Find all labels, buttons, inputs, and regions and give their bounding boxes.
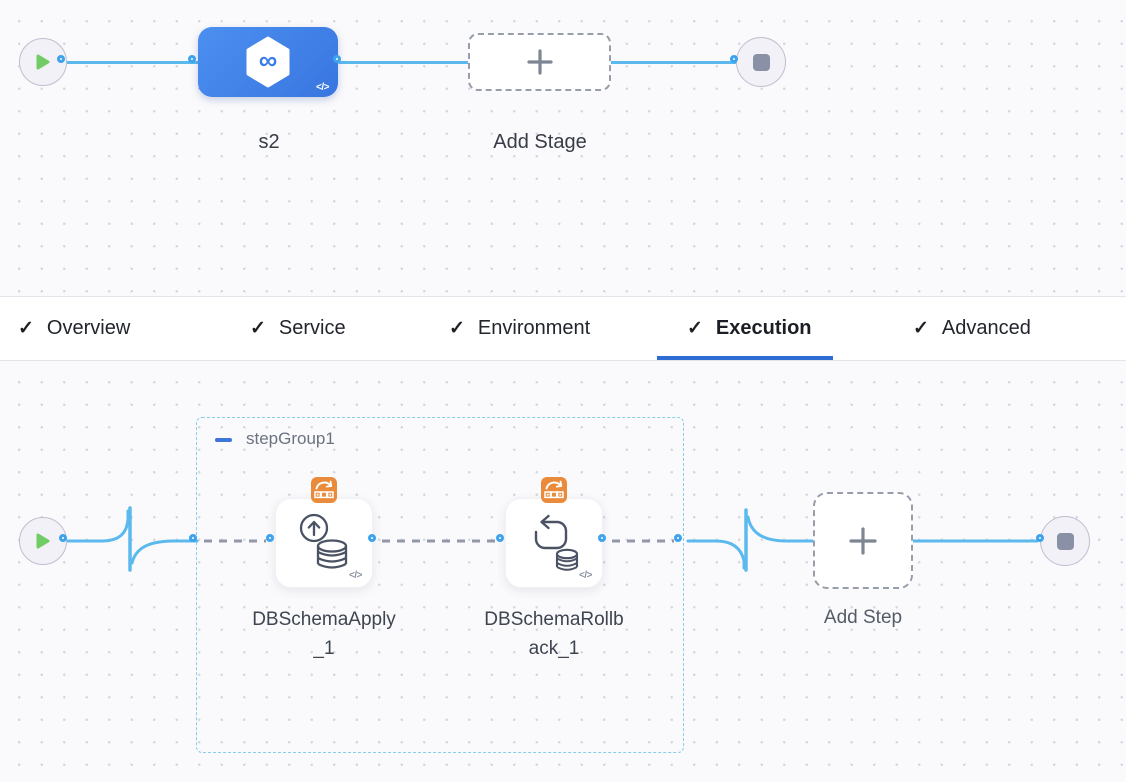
step-node-dbschemaapply[interactable]: </> bbox=[275, 498, 373, 588]
stage-graph-canvas[interactable]: ∞ </> s2 Add Stage bbox=[0, 0, 1126, 296]
rolling-deploy-badge-icon bbox=[311, 477, 337, 503]
connector-port[interactable] bbox=[496, 534, 504, 542]
tab-advanced[interactable]: ✓ Advanced bbox=[913, 297, 1031, 360]
stage-connector-line bbox=[610, 60, 740, 64]
step-name-label[interactable]: DBSchemaApply_1 bbox=[252, 609, 396, 659]
tab-overview[interactable]: ✓ Overview bbox=[18, 297, 130, 360]
connector-port[interactable] bbox=[730, 55, 738, 63]
step-group-container[interactable]: stepGroup1 bbox=[196, 417, 684, 753]
check-icon: ✓ bbox=[687, 318, 703, 339]
play-icon bbox=[36, 533, 50, 549]
execution-connector-lines bbox=[65, 506, 1039, 572]
stop-icon bbox=[752, 53, 770, 71]
tab-environment[interactable]: ✓ Environment bbox=[449, 297, 590, 360]
tab-label: Overview bbox=[46, 317, 131, 339]
connector-port[interactable] bbox=[57, 55, 65, 63]
check-icon: ✓ bbox=[449, 318, 465, 339]
tab-label: Execution bbox=[715, 317, 812, 339]
add-stage-button[interactable] bbox=[468, 33, 611, 91]
check-icon: ✓ bbox=[913, 318, 929, 339]
plus-icon bbox=[526, 49, 553, 75]
connector-port[interactable] bbox=[189, 534, 197, 542]
connector-port[interactable] bbox=[188, 55, 196, 63]
stage-connector-line bbox=[50, 60, 200, 64]
connector-port[interactable] bbox=[1036, 534, 1044, 542]
execution-end-node[interactable] bbox=[1040, 516, 1090, 566]
connector-port[interactable] bbox=[674, 534, 682, 542]
pipeline-end-node[interactable] bbox=[736, 37, 786, 87]
stage-name-label[interactable]: s2 bbox=[258, 131, 280, 153]
svg-text:∞: ∞ bbox=[259, 45, 278, 75]
connector-port[interactable] bbox=[368, 534, 376, 542]
add-step-button[interactable] bbox=[813, 492, 913, 589]
yaml-code-icon[interactable]: </> bbox=[579, 570, 592, 581]
step-node-dbschemarollback[interactable]: </> bbox=[505, 498, 603, 588]
stage-config-tab-bar: ✓ Overview ✓ Service ✓ Environment ✓ Exe… bbox=[0, 296, 1126, 361]
plus-icon bbox=[849, 526, 877, 555]
connector-port[interactable] bbox=[598, 534, 606, 542]
execution-start-node[interactable] bbox=[19, 517, 67, 565]
stage-connector-line bbox=[338, 60, 470, 64]
tab-execution[interactable]: ✓ Execution bbox=[687, 297, 812, 360]
check-icon: ✓ bbox=[18, 318, 34, 339]
rolling-deploy-badge-icon bbox=[541, 477, 567, 503]
yaml-code-icon[interactable]: </> bbox=[349, 570, 362, 581]
execution-graph-canvas[interactable]: stepGroup1 bbox=[0, 361, 1126, 782]
stop-icon bbox=[1056, 532, 1074, 550]
connector-port[interactable] bbox=[333, 55, 341, 63]
active-tab-underline bbox=[657, 356, 833, 360]
step-group-name[interactable]: stepGroup1 bbox=[246, 429, 335, 448]
tab-label: Advanced bbox=[941, 317, 1031, 339]
step-name-label[interactable]: DBSchemaRollback_1 bbox=[484, 609, 624, 659]
stage-node-s2[interactable]: ∞ </> bbox=[198, 27, 338, 97]
add-step-label[interactable]: Add Step bbox=[823, 607, 903, 628]
check-icon: ✓ bbox=[250, 318, 266, 339]
connector-port[interactable] bbox=[266, 534, 274, 542]
tab-label: Service bbox=[278, 317, 346, 339]
schema-apply-database-icon bbox=[299, 513, 348, 569]
yaml-code-icon[interactable]: </> bbox=[316, 82, 329, 93]
cd-stage-hexagon-icon: ∞ bbox=[246, 36, 290, 88]
tab-service[interactable]: ✓ Service bbox=[250, 297, 346, 360]
schema-rollback-database-icon bbox=[534, 514, 579, 571]
play-icon bbox=[36, 54, 50, 70]
tab-label: Environment bbox=[477, 317, 591, 339]
collapse-step-group-icon[interactable] bbox=[215, 438, 232, 442]
add-stage-label[interactable]: Add Stage bbox=[493, 131, 587, 153]
connector-port[interactable] bbox=[59, 534, 67, 542]
